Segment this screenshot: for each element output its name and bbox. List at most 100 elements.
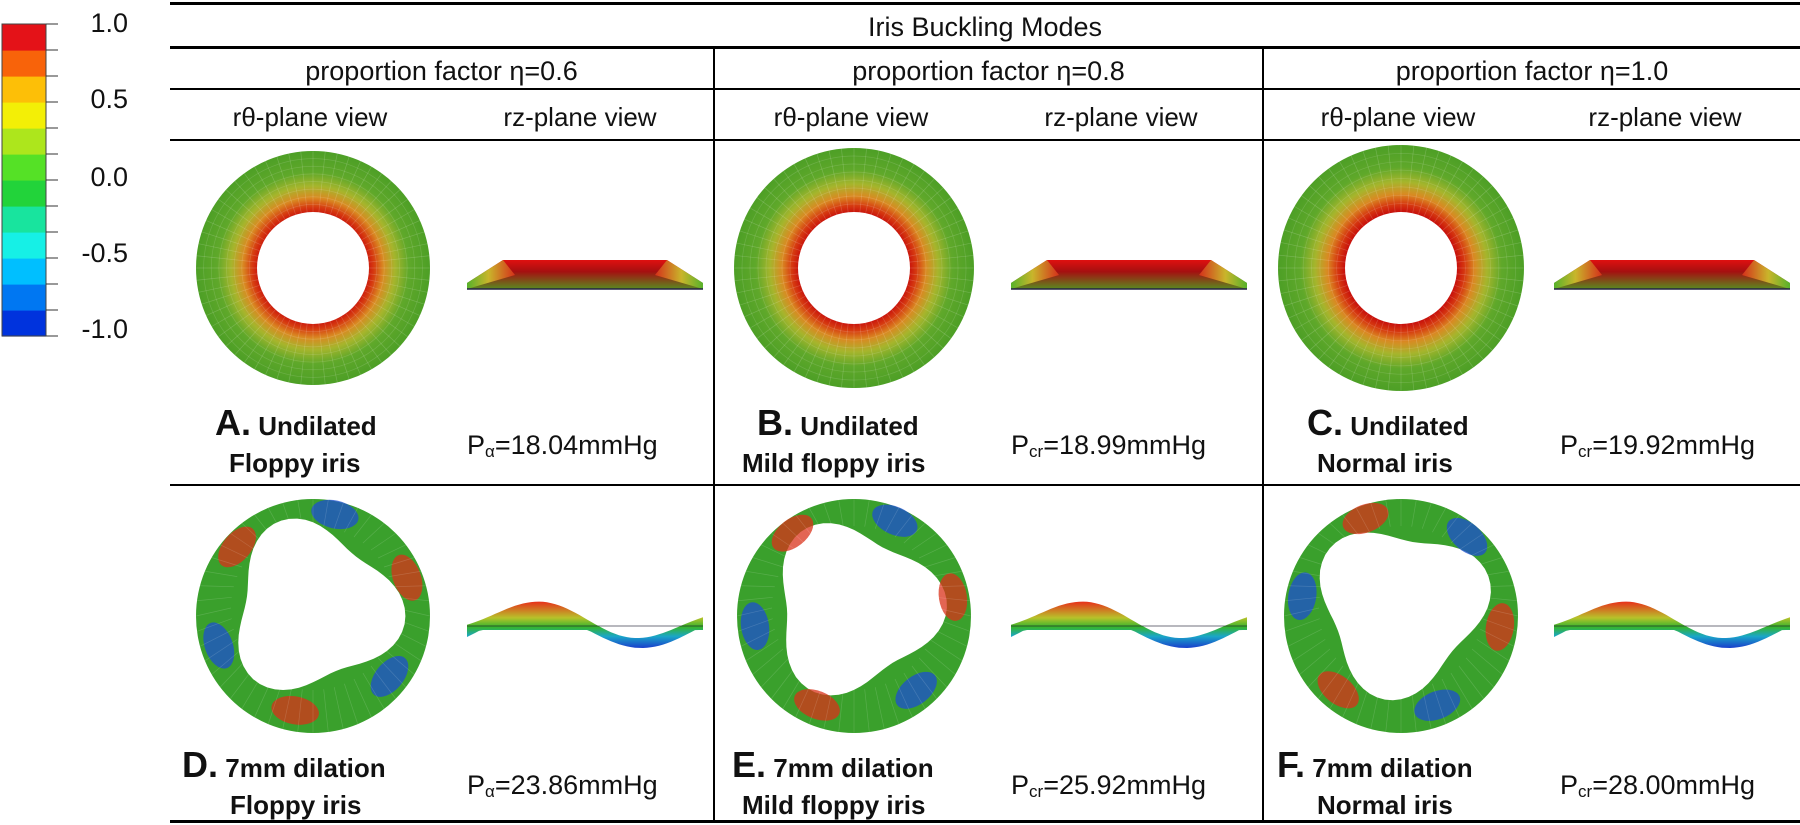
mesh-line <box>383 648 415 675</box>
mesh-line <box>254 678 273 718</box>
column-header: proportion factor η=1.0 <box>1395 56 1669 86</box>
mesh-line <box>335 319 361 376</box>
mesh-line <box>745 570 779 577</box>
mesh-line <box>254 316 286 370</box>
mesh-line <box>1288 217 1350 246</box>
mesh-line <box>816 153 838 215</box>
mesh-line <box>1288 290 1350 319</box>
panel-line1: 7mm dilation <box>225 753 386 783</box>
mesh-line <box>267 507 282 533</box>
mesh-line <box>734 273 799 281</box>
mesh-line <box>196 596 232 602</box>
mesh-line <box>1339 161 1374 220</box>
mesh-ring <box>1302 169 1500 367</box>
mesh-line <box>1339 316 1374 375</box>
mesh-line <box>1433 313 1474 368</box>
p-subscript: cr <box>1578 782 1593 801</box>
mesh-line <box>1449 206 1508 241</box>
mesh-line <box>737 596 773 602</box>
mesh-line <box>1387 323 1396 391</box>
column-header: proportion factor η=0.6 <box>305 56 578 86</box>
mesh-line <box>859 148 867 213</box>
iris-ring <box>1278 145 1524 391</box>
p-symbol: P <box>1011 770 1030 800</box>
mesh-line <box>911 532 937 551</box>
mesh-line <box>895 305 944 349</box>
mesh-line <box>935 596 971 602</box>
mesh-line <box>199 585 234 588</box>
panel-plot-d <box>195 499 703 733</box>
iris-ring-deformed <box>1284 499 1518 733</box>
mesh-line <box>234 180 276 227</box>
colorbar: 1.0 0.5 0.0 -0.5 -1.0 <box>0 8 140 344</box>
mesh-line <box>745 639 779 662</box>
mesh-line <box>1454 229 1519 252</box>
mesh-line <box>1438 309 1484 360</box>
colorbar-label: 0.5 <box>90 84 128 114</box>
mesh-line <box>199 628 234 647</box>
mesh-line <box>383 557 415 568</box>
mesh-line <box>367 279 428 293</box>
mesh-line <box>740 628 775 647</box>
deformation-lobe <box>1446 517 1488 556</box>
mesh-line <box>323 499 329 527</box>
colorbar-label: 0.0 <box>90 162 128 192</box>
side-slope <box>1199 260 1247 289</box>
mesh-ring <box>757 171 951 365</box>
mesh-line <box>895 187 944 231</box>
panel-letter: C. <box>1307 402 1343 443</box>
mesh-line <box>1446 300 1501 341</box>
mesh-line <box>1482 596 1518 602</box>
mesh-ring <box>1327 194 1475 342</box>
mesh-line <box>335 160 361 217</box>
mesh-line <box>924 648 956 675</box>
mesh-line <box>881 163 915 220</box>
mesh-line <box>368 255 430 263</box>
colorbar-segment <box>2 154 46 181</box>
panel-plot-c <box>1278 145 1790 391</box>
p-subscript: cr <box>1029 442 1044 461</box>
mesh-line <box>804 319 832 378</box>
mesh-line <box>1284 596 1320 602</box>
view-label: rz-plane view <box>1588 102 1742 132</box>
mesh-line <box>333 687 344 730</box>
mesh-line <box>823 502 834 529</box>
mesh-line <box>218 300 268 338</box>
panel-line2: Floppy iris <box>229 448 361 478</box>
mesh-line <box>771 532 797 551</box>
panel-caption: A. Undilated Floppy iris <box>215 404 377 482</box>
mesh-line <box>388 570 422 577</box>
mesh-line <box>329 321 350 380</box>
mesh-line <box>358 300 408 338</box>
mesh-line <box>333 502 344 529</box>
p-subscript: α <box>485 782 495 801</box>
mesh-ring <box>749 163 959 373</box>
mesh-line <box>205 220 262 246</box>
p-value: =23.86mmHg <box>494 770 658 800</box>
mesh-line <box>282 502 293 529</box>
mesh-line <box>804 158 832 217</box>
mesh-line <box>1292 570 1326 577</box>
table-bottom-rule <box>170 820 1800 823</box>
mesh-line <box>929 570 963 577</box>
mesh-line <box>773 309 817 358</box>
mesh-ring <box>1311 178 1491 358</box>
mesh-line <box>1421 502 1432 529</box>
colorbar-gradient <box>1 23 58 337</box>
panel-letter: A. <box>215 402 251 443</box>
mesh-line <box>243 173 281 223</box>
mesh-line <box>276 156 297 215</box>
mesh-line <box>1309 305 1360 351</box>
iris-ring-deformed <box>196 499 430 733</box>
panel-caption: B. Undilated Mild floppy iris <box>742 404 925 482</box>
mesh-line <box>841 323 849 388</box>
mesh-line <box>388 639 422 662</box>
mesh-line <box>1452 217 1514 246</box>
side-profile <box>1011 260 1247 289</box>
mesh-line <box>876 158 904 217</box>
mesh-ring <box>203 158 423 378</box>
side-wave <box>1554 601 1790 648</box>
mesh-line <box>1450 522 1473 544</box>
mesh-line <box>195 607 232 617</box>
